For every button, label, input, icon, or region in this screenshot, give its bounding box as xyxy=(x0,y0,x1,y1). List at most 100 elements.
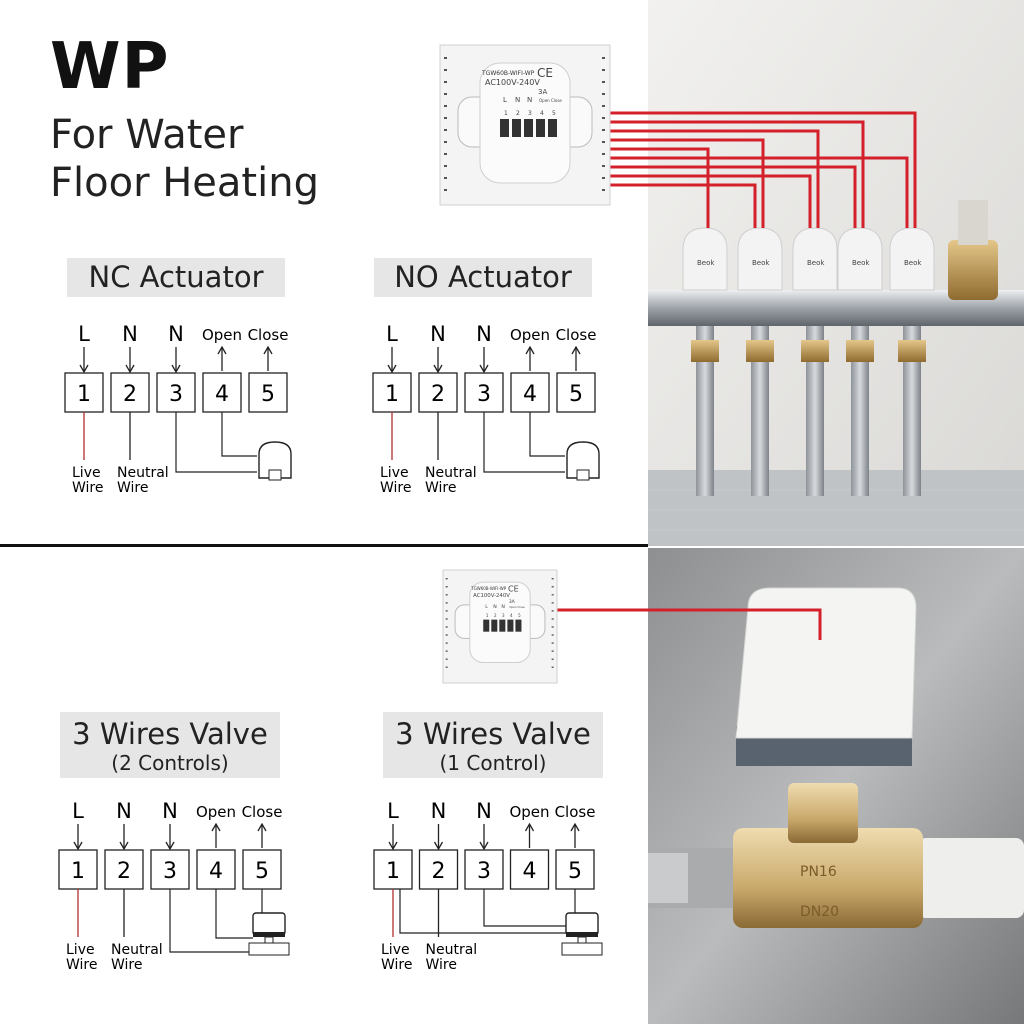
terminal-label: N xyxy=(116,799,132,823)
arrow-up-icon xyxy=(257,822,267,832)
connection-wire xyxy=(221,412,257,457)
arrow-down-icon xyxy=(479,364,489,374)
arrow-down-icon xyxy=(165,841,175,851)
connection-wire xyxy=(399,889,566,934)
actuator-cap xyxy=(792,227,838,291)
terminal-number: 1 xyxy=(71,859,85,884)
terminal-number: 4 xyxy=(215,382,229,407)
terminal-mark: N xyxy=(515,96,520,104)
vent-slot xyxy=(445,602,448,604)
terminal-label: Open xyxy=(202,326,242,344)
red-wire xyxy=(610,165,857,228)
terminal-mark: L xyxy=(503,96,507,104)
arrow-down-icon xyxy=(479,841,489,851)
terminal-number: 1 xyxy=(385,382,399,407)
terminal-label: N xyxy=(476,322,492,346)
vent-slot xyxy=(602,129,605,131)
wire-label: Live xyxy=(381,942,410,958)
wire-label: Wire xyxy=(72,480,104,496)
vent-slot xyxy=(551,650,554,652)
terminal-number: 4 xyxy=(209,859,223,884)
vent-slot xyxy=(602,81,605,83)
arrow-up-icon xyxy=(570,822,580,832)
terminal-mark: Open xyxy=(539,98,550,103)
vent-slot xyxy=(444,189,447,191)
vent-slot xyxy=(602,153,605,155)
arrow-down-icon xyxy=(433,841,444,851)
wire-label: Neutral xyxy=(111,942,163,958)
floor-pipe xyxy=(751,326,769,496)
terminal-screw xyxy=(507,619,514,632)
thermostat-model: TGW60B-WIFI-WP xyxy=(470,586,507,591)
vent-slot xyxy=(444,93,447,95)
terminal-label: N xyxy=(122,322,138,346)
floor-pipe xyxy=(851,326,869,496)
connection-wire xyxy=(175,412,257,473)
terminal-box xyxy=(464,849,504,890)
terminal-number: 3 xyxy=(502,613,505,618)
terminal-number: 5 xyxy=(255,859,269,884)
vent-slot xyxy=(444,177,447,179)
red-wire xyxy=(610,111,917,228)
terminal-label: L xyxy=(72,799,84,823)
brass-fitting xyxy=(801,340,829,362)
wire-label: Wire xyxy=(117,480,149,496)
vent-slot xyxy=(602,165,605,167)
terminal-screw xyxy=(483,619,490,632)
terminal-number: 2 xyxy=(516,110,520,117)
terminal-mark: L xyxy=(485,604,488,610)
actuator-cap xyxy=(837,227,883,291)
terminal-mark: N xyxy=(493,604,497,610)
wire-label: Wire xyxy=(425,480,457,496)
terminal-label: N xyxy=(162,799,178,823)
wire-label: Wire xyxy=(381,957,413,973)
vent-slot xyxy=(444,69,447,71)
vent-slot xyxy=(551,658,554,660)
arrow-up-icon xyxy=(571,345,581,355)
floor-pipe xyxy=(806,326,824,496)
terminal-number: 1 xyxy=(386,859,400,884)
terminal-label: N xyxy=(430,322,446,346)
wire-label: Wire xyxy=(426,957,458,973)
vent-slot xyxy=(551,642,554,644)
arrow-down-icon xyxy=(73,841,83,851)
actuator-brand: Beok xyxy=(852,259,870,267)
header-title: 3 Wires Valve xyxy=(395,717,591,751)
vent-slot xyxy=(551,578,554,580)
vent-slot xyxy=(602,93,605,95)
terminal-number: 2 xyxy=(432,859,446,884)
wire-label: Live xyxy=(66,942,95,958)
vent-slot xyxy=(551,634,554,636)
header-no-actuator: NO Actuator xyxy=(374,258,592,297)
terminal-number: 2 xyxy=(494,613,497,618)
vent-slot xyxy=(444,105,447,107)
terminal-screw xyxy=(524,119,533,137)
red-wire xyxy=(610,120,865,228)
brass-fitting xyxy=(898,340,926,362)
terminal-screw xyxy=(491,619,498,632)
vent-slot xyxy=(445,650,448,652)
vent-slot xyxy=(445,626,448,628)
vent-slot xyxy=(551,602,554,604)
connection-wire xyxy=(169,889,249,953)
arrow-up-icon xyxy=(211,822,221,832)
vent-slot xyxy=(445,634,448,636)
terminal-screw xyxy=(536,119,545,137)
terminal-number: 1 xyxy=(77,382,91,407)
vent-slot xyxy=(445,578,448,580)
thermostat-top: TGW60B-WIFI-WPAC100V-240VCE3AL1N2N3Open4… xyxy=(439,44,611,206)
terminal-label: Open xyxy=(510,326,550,344)
vent-slot xyxy=(602,69,605,71)
vent-slot xyxy=(602,117,605,119)
vent-slot xyxy=(602,177,605,179)
vent-slot xyxy=(444,165,447,167)
terminal-box xyxy=(556,372,596,413)
actuator-icon xyxy=(566,441,600,479)
valve-actuator-icon xyxy=(565,912,599,936)
vent-slot xyxy=(444,57,447,59)
arrow-down-icon xyxy=(433,364,443,374)
actuator-brand: Beok xyxy=(752,259,770,267)
